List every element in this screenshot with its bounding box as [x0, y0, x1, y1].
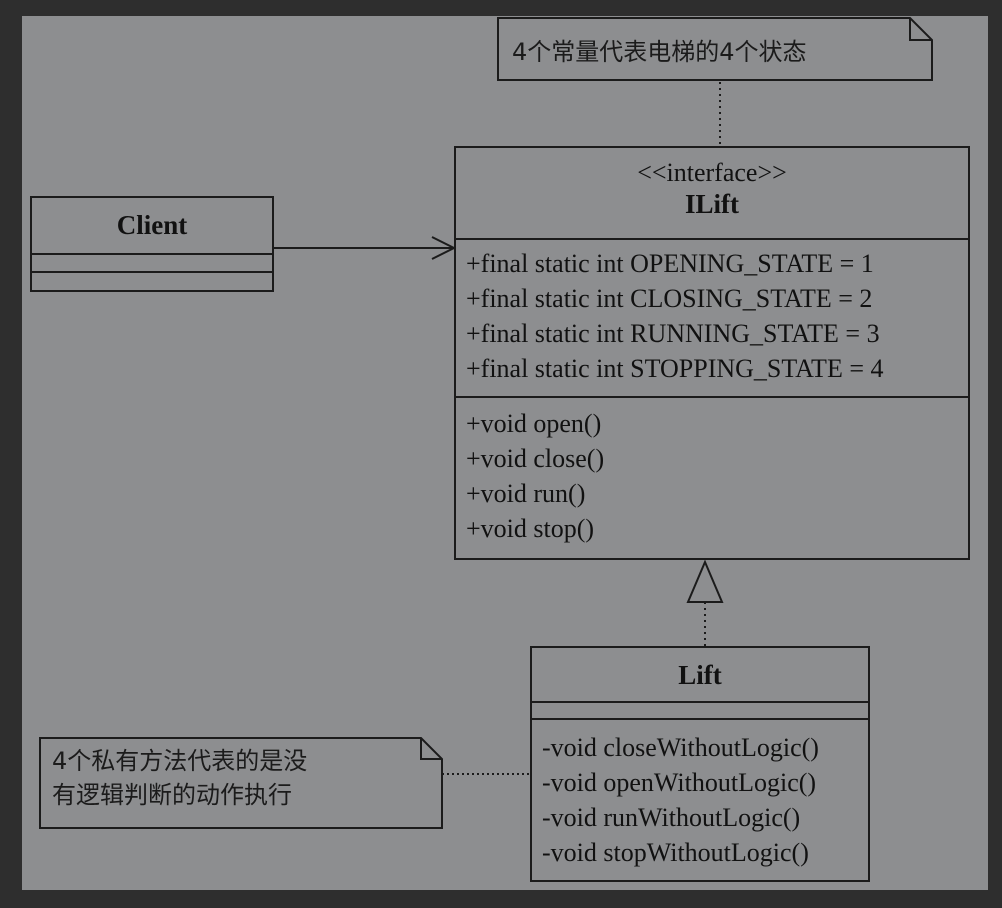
note-private-line2: 有逻辑判断的动作执行: [52, 781, 292, 809]
ilift-methods: +void open() +void close() +void run() +…: [466, 406, 604, 546]
lift-method: -void stopWithoutLogic(): [542, 838, 809, 867]
client-attributes-divider: [32, 253, 272, 255]
client-class: Client: [30, 196, 274, 292]
ilift-attribute: +final static int OPENING_STATE = 1: [466, 249, 874, 278]
lift-methods-divider: [532, 718, 868, 720]
note-states: 4个常量代表电梯的4个状态: [498, 18, 932, 80]
lift-method: -void openWithoutLogic(): [542, 768, 817, 797]
ilift-attributes: +final static int OPENING_STATE = 1 +fin…: [466, 246, 884, 386]
note-private-line1: 4个私有方法代表的是没: [52, 747, 308, 775]
ilift-interface: <<interface>> ILift +final static int OP…: [454, 146, 970, 560]
lift-class-name: Lift: [678, 660, 722, 690]
lift-class: Lift -void closeWithoutLogic() -void ope…: [530, 646, 870, 882]
ilift-method: +void stop(): [466, 514, 595, 543]
ilift-stereotype: <<interface>>: [637, 158, 787, 187]
ilift-attribute: +final static int CLOSING_STATE = 2: [466, 284, 873, 313]
connectors: [39, 17, 933, 829]
ilift-method: +void open(): [466, 409, 602, 438]
note-states-shape: [497, 17, 933, 81]
client-class-name: Client: [116, 210, 188, 240]
ilift-method: +void run(): [466, 479, 586, 508]
ilift-attributes-divider: [456, 238, 968, 240]
ilift-attribute: +final static int STOPPING_STATE = 4: [466, 354, 884, 383]
lift-method: -void runWithoutLogic(): [542, 803, 801, 832]
note-private: 4个私有方法代表的是没 有逻辑判断的动作执行: [40, 738, 442, 828]
ilift-method: +void close(): [466, 444, 605, 473]
lift-method: -void closeWithoutLogic(): [542, 733, 819, 762]
ilift-attribute: +final static int RUNNING_STATE = 3: [466, 319, 880, 348]
client-methods-divider: [32, 271, 272, 273]
note-private-shape: [39, 737, 443, 829]
ilift-methods-divider: [456, 396, 968, 398]
lift-attributes-divider: [532, 701, 868, 703]
diagram-canvas: 4个常量代表电梯的4个状态 4个私有方法代表的是没 有逻辑判断的动作执行 Cli…: [22, 16, 988, 890]
realization-arrowhead: [686, 559, 724, 603]
ilift-name: ILift: [685, 189, 739, 219]
note-states-text: 4个常量代表电梯的4个状态: [512, 38, 807, 66]
lift-methods: -void closeWithoutLogic() -void openWith…: [542, 730, 819, 870]
